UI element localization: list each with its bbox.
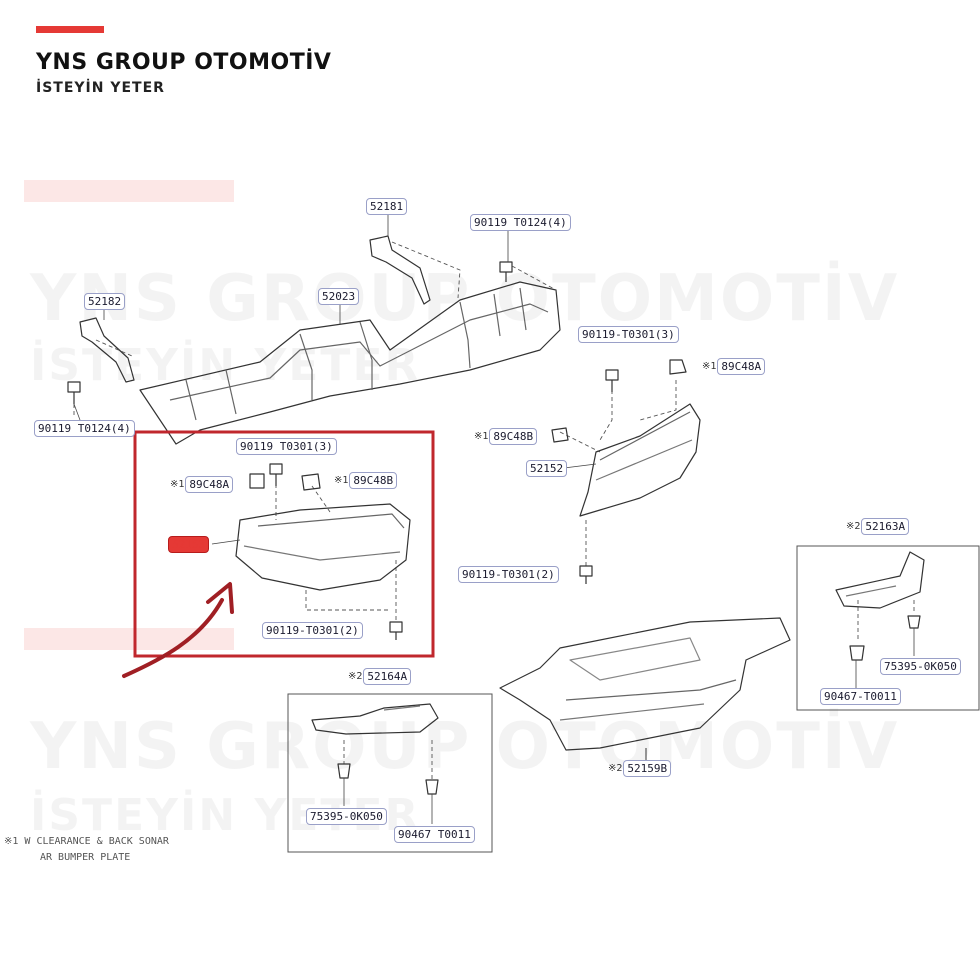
clip-89c48b-right [551, 427, 569, 443]
part-label-89c48a-right-wrap: ※1 89C48A [702, 358, 766, 375]
part-label-52023: 52023 [318, 288, 360, 305]
clip-89c48a-right [669, 359, 687, 375]
part-label-89c48b-box-wrap: ※1 89C48B [334, 472, 398, 489]
center-step-52159b [499, 617, 791, 751]
bracket-52181 [369, 235, 431, 305]
faint-accent-bar-top [24, 180, 234, 202]
brand-subtitle: İSTEYİN YETER [36, 80, 165, 96]
part-label-52164a-wrap: ※2 52164A [348, 668, 412, 685]
detail-box-52164a [287, 693, 493, 853]
footnote-line-2: AR BUMPER PLATE [40, 852, 131, 863]
part-label-89c48b-box: 89C48B [349, 472, 398, 489]
part-label-89c48a-box-wrap: ※1 89C48A [170, 476, 234, 493]
part-label-90119-t0301-box: 90119 T0301(3) [236, 438, 337, 455]
footnote-line-1: ※1 W CLEARANCE & BACK SONAR [4, 836, 169, 847]
brand-accent-bar [36, 26, 104, 33]
part-label-90467-right: 90467-T0011 [820, 688, 901, 705]
part-label-89c48a-box: 89C48A [185, 476, 234, 493]
clip-89c48b-box [301, 473, 321, 491]
part-label-89c48a-right: 89C48A [717, 358, 766, 375]
part-label-90119-t0124-top: 90119 T0124(4) [470, 214, 571, 231]
part-label-52164a: 52164A [363, 668, 412, 685]
clip-90467-right [849, 645, 865, 661]
mark-1: ※1 [170, 479, 185, 490]
watermark-subtitle-top: İSTEYİN YETER [30, 340, 420, 391]
retainer-75395-right [907, 615, 921, 629]
part-label-52159b: 52159B [623, 760, 672, 777]
clip-90467-bottom [425, 779, 439, 795]
part-label-52181: 52181 [366, 198, 408, 215]
part-label-52182: 52182 [84, 293, 126, 310]
highlight-arrow [122, 598, 224, 678]
mark-1: ※1 [474, 431, 489, 442]
part-label-75395-bottom: 75395-0K050 [306, 808, 387, 825]
mark-2: ※2 [846, 521, 861, 532]
part-label-90119-t0301-2-box: 90119-T0301(2) [262, 622, 363, 639]
part-label-90119-t0301-2-right: 90119-T0301(2) [458, 566, 559, 583]
part-label-52159b-wrap: ※2 52159B [608, 760, 672, 777]
part-label-89c48b-right-wrap: ※1 89C48B [474, 428, 538, 445]
part-label-90467-bottom: 90467 T0011 [394, 826, 475, 843]
mark-1: ※1 [334, 475, 349, 486]
step-pad-52164a [311, 703, 439, 735]
part-label-52163a-wrap: ※2 52163A [846, 518, 910, 535]
mark-2: ※2 [608, 763, 623, 774]
bumper-end-52153 [235, 503, 411, 591]
step-pad-52163a [835, 551, 925, 609]
part-label-90119-t0124-left: 90119 T0124(4) [34, 420, 135, 437]
bolt-52153-bottom [389, 621, 403, 640]
part-label-75395-right: 75395-0K050 [880, 658, 961, 675]
bracket-52182 [79, 317, 135, 383]
bolt-left [67, 381, 81, 404]
highlight-box [133, 430, 435, 658]
part-label-52153-highlighted: 52153 [168, 536, 210, 553]
bumper-end-52152 [579, 403, 701, 517]
part-label-89c48b-right: 89C48B [489, 428, 538, 445]
crossmember-52023 [139, 281, 561, 445]
mark-2: ※2 [348, 671, 363, 682]
clip-89c48a-box [249, 473, 265, 489]
detail-box-52163a [796, 545, 980, 711]
bolt-52152-top [605, 369, 619, 392]
mark-1: ※1 [702, 361, 717, 372]
part-label-52152: 52152 [526, 460, 568, 477]
brand-title: YNS GROUP OTOMOTİV [36, 50, 332, 75]
part-label-90119-t0301-right: 90119-T0301(3) [578, 326, 679, 343]
bolt-52152-bottom [579, 565, 593, 584]
bolt-52153-top [269, 463, 283, 486]
part-label-52163a: 52163A [861, 518, 910, 535]
bolt-top [499, 261, 513, 282]
watermark-title-bottom: YNS GROUP OTOMOTİV [30, 710, 899, 784]
retainer-75395-bottom [337, 763, 351, 779]
